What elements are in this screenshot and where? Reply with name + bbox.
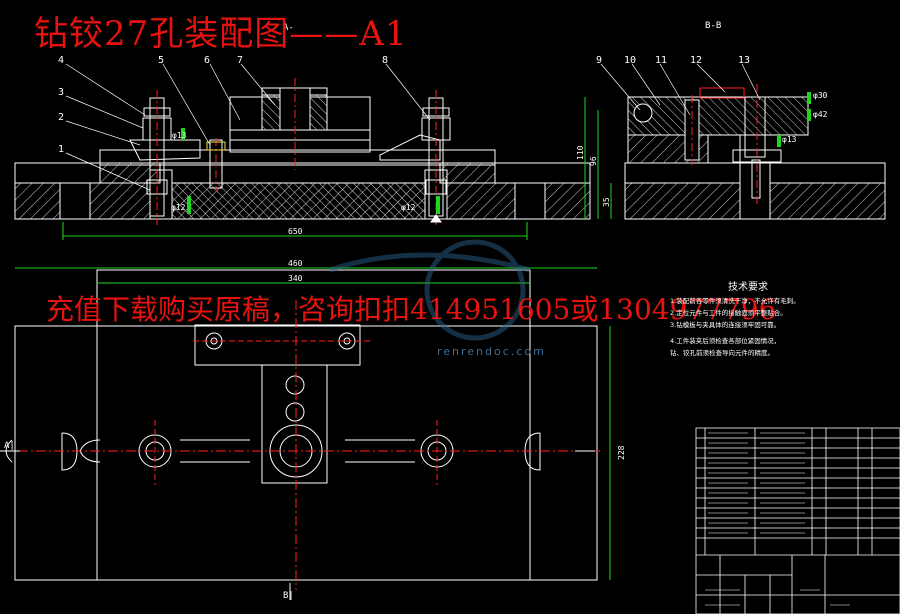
dim-650: 650: [288, 227, 303, 236]
part-label-9: 9: [596, 55, 602, 66]
dim-35: 35: [602, 197, 611, 207]
part-label-3: 3: [58, 87, 64, 98]
tech-line-4: 4.工件装夹后须检查各部位紧固情况，: [670, 337, 781, 345]
tech-line-5: 钻、铰孔前须检查导向元件的精度。: [670, 349, 774, 357]
tech-line-3: 3.钻模板与夹具体的连接须牢固可靠。: [670, 321, 781, 329]
part-label-10: 10: [624, 55, 636, 66]
watermark-text: 充值下载购买原稿，咨询扣扣414951605或1304977796: [46, 293, 777, 326]
section-bb-view: [600, 63, 886, 220]
part-label-11: 11: [655, 55, 667, 66]
dim-phi12-b: φ12: [401, 203, 416, 212]
title-block: [695, 427, 900, 614]
part-label-2: 2: [58, 112, 64, 123]
part-label-8: 8: [382, 55, 388, 66]
tech-requirements-title: 技术要求: [728, 282, 768, 293]
part-label-7: 7: [237, 55, 243, 66]
front-view: [14, 63, 612, 240]
tech-line-2: 2.定位元件与工件的接触面须平整贴合。: [670, 309, 787, 317]
part-label-5: 5: [158, 55, 164, 66]
part-label-4: 4: [58, 55, 64, 66]
dim-340: 340: [288, 274, 303, 283]
section-aa-label: A-: [283, 23, 294, 33]
part-label-1: 1: [58, 144, 64, 155]
dim-phi13-c: φ13: [782, 135, 797, 144]
section-arrow-bottom: B|: [283, 591, 294, 601]
dim-460: 460: [288, 259, 303, 268]
dim-110: 110: [576, 145, 585, 160]
part-number-labels: 4 3 2 1 5 6 7 8 9 10 11 12 13: [58, 55, 750, 155]
part-label-12: 12: [690, 55, 702, 66]
dim-phi42: φ42: [813, 110, 828, 119]
title-block-text-strokes: [705, 432, 850, 606]
dim-228: 228: [617, 445, 626, 460]
tech-line-1: 1.装配前各零件须清洗干净，不允许有毛刺。: [670, 297, 800, 305]
watermark-logo: [329, 239, 531, 341]
dim-96: 96: [589, 156, 598, 166]
dimension-labels: 650 460 340 φ13 φ12 φ12 φ30 φ42 φ13: [171, 91, 828, 283]
drawing-title: 钻铰27孔装配图——A1: [34, 14, 408, 54]
view-labels: B-B A- A| B|: [4, 21, 721, 601]
top-view: [0, 267, 611, 600]
watermark-site: renrendoc.com: [437, 345, 546, 358]
dim-phi30: φ30: [813, 91, 828, 100]
section-arrow-left: A|: [4, 441, 15, 451]
part-label-13: 13: [738, 55, 750, 66]
vertical-dimension-labels: 110 96 35 228: [576, 145, 626, 460]
part-label-6: 6: [204, 55, 210, 66]
dim-phi13-a: φ13: [172, 131, 187, 140]
dim-phi12-a: φ12: [171, 203, 186, 212]
section-bb-label: B-B: [705, 21, 721, 31]
